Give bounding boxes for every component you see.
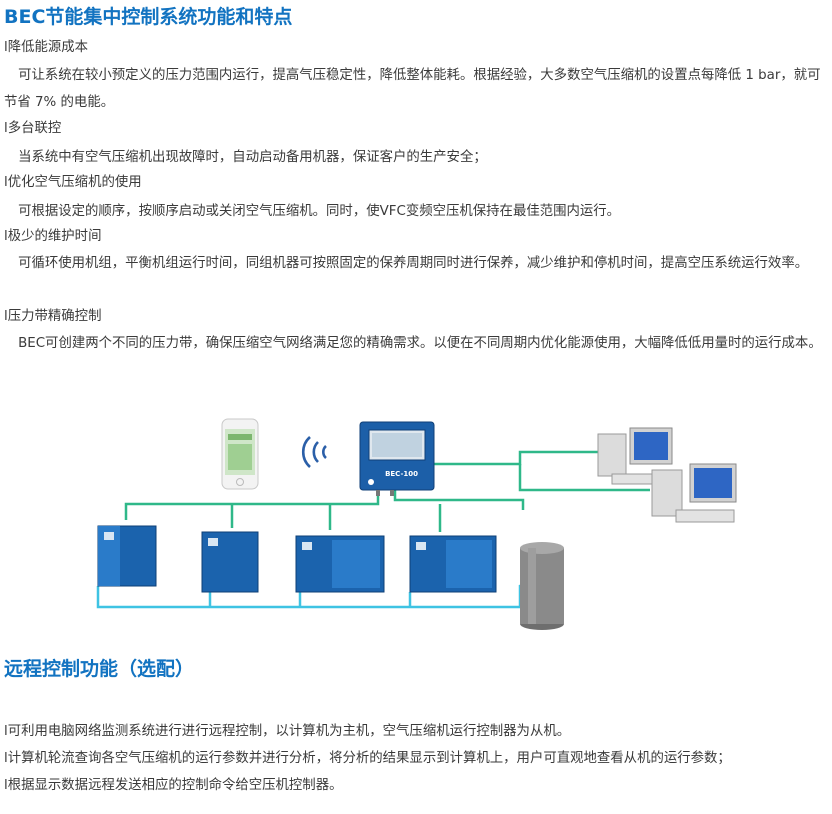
computer-icon (597, 427, 673, 485)
remote-line: l计算机轮流查询各空气压缩机的运行参数并进行分析，将分析的结果显示到计算机上，用… (4, 751, 731, 766)
system-diagram: BEC-100 (96, 418, 737, 630)
line-controller-bus (124, 490, 380, 520)
item-body: 可让系统在较小预定义的压力范围内运行，提高气压稳定性，降低整体能耗。根据经验，大… (4, 68, 821, 110)
item-body: 当系统中有空气压缩机出现故障时，自动启动备用机器，保证客户的生产安全； (18, 150, 487, 165)
computer-icon (651, 463, 737, 523)
line-to-computer-2 (518, 464, 650, 492)
remote-line: l根据显示数据远程发送相应的控制命令给空压机控制器。 (4, 778, 343, 793)
item-heading: l多台联控 (4, 121, 62, 136)
item-heading: l降低能源成本 (4, 40, 89, 55)
item-body: 可循环使用机组，平衡机组运行时间，同组机器可按照固定的保养周期同时进行保养，减少… (18, 256, 809, 271)
controller-label: BEC-100 (385, 470, 418, 478)
air-tank-icon (520, 542, 564, 630)
section-title-features: BEC节能集中控制系统功能和特点 (4, 6, 293, 28)
wifi-signal-icon (301, 436, 327, 468)
compressor-icon (201, 531, 259, 593)
smartphone-icon (221, 418, 259, 490)
item-body: 可根据设定的顺序，按顺序启动或关闭空气压缩机。同时，使VFC变频空压机保持在最佳… (18, 204, 621, 219)
controller-panel: BEC-100 (359, 421, 435, 496)
compressor-icon (295, 535, 385, 593)
item-heading: l极少的维护时间 (4, 229, 102, 244)
compressor-icon (97, 525, 157, 587)
item-heading: l优化空气压缩机的使用 (4, 175, 142, 190)
section-title-remote: 远程控制功能（选配） (4, 658, 195, 680)
item-heading: l压力带精确控制 (4, 309, 102, 324)
line-to-tank (393, 490, 525, 510)
line-to-computers (434, 450, 600, 466)
item-body: BEC可创建两个不同的压力带，确保压缩空气网络满足您的精确需求。以便在不同周期内… (18, 336, 822, 351)
compressor-icon (409, 535, 497, 593)
remote-line: l可利用电脑网络监测系统进行进行远程控制，以计算机为主机，空气压缩机运行控制器为… (4, 724, 571, 739)
